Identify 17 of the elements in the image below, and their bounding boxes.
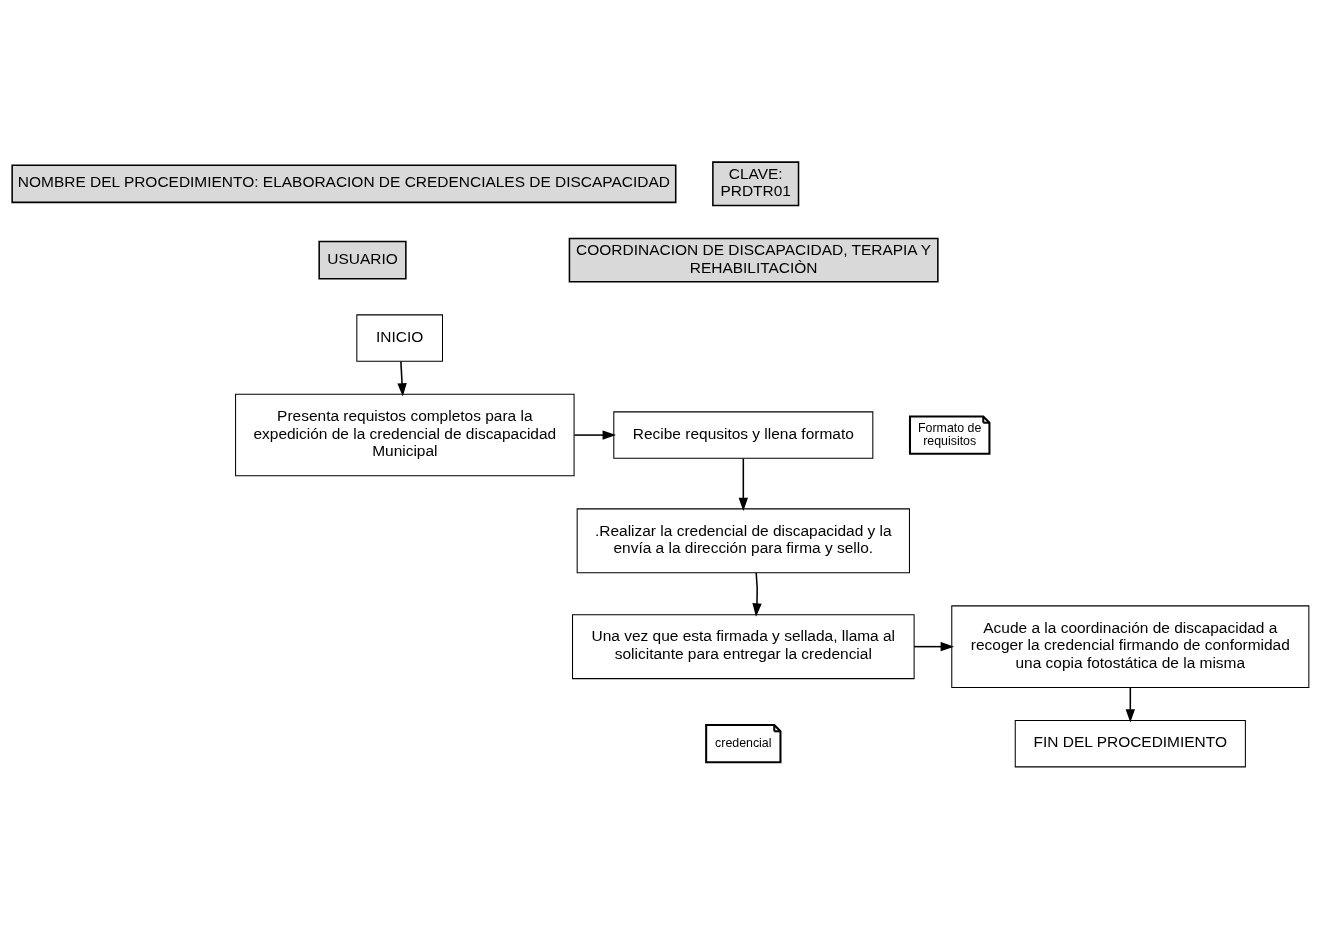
- arrow: [573, 430, 616, 440]
- arrow: [397, 360, 407, 397]
- node-box: USUARIO: [318, 240, 407, 280]
- node-box: COORDINACION DE DISCAPACIDAD, TERAPIA Y REHABILITACIÒN: [568, 237, 939, 283]
- node-box: FIN DEL PROCEDIMIENTO: [1014, 719, 1246, 768]
- node-box: Recibe requsitos y llena formato: [613, 411, 874, 459]
- node-box: CLAVE: PRDTR01: [712, 161, 800, 207]
- node-box: INICIO: [356, 314, 443, 362]
- node-box: Una vez que esta firmada y sellada, llama al solicitante para entregar la credencial: [572, 614, 915, 680]
- node-box: Acude a la coordinación de discapacidad a recoger la credencial firmando de conformidad una copia fotostática de la misma: [951, 605, 1310, 688]
- arrow: [1125, 686, 1135, 723]
- node-box: Presenta requistos completos para la expedición de la credencial de discapacidad Municipal: [235, 393, 575, 477]
- arrow: [738, 457, 749, 512]
- node-box: NOMBRE DEL PROCEDIMIENTO: ELABORACION DE CREDENCIALES DE DISCAPACIDAD: [11, 164, 677, 204]
- node-box: .Realizar la credencial de discapacidad y la envía a la dirección para firma y sello.: [576, 508, 910, 574]
- arrow: [913, 641, 955, 652]
- arrow: [752, 572, 762, 617]
